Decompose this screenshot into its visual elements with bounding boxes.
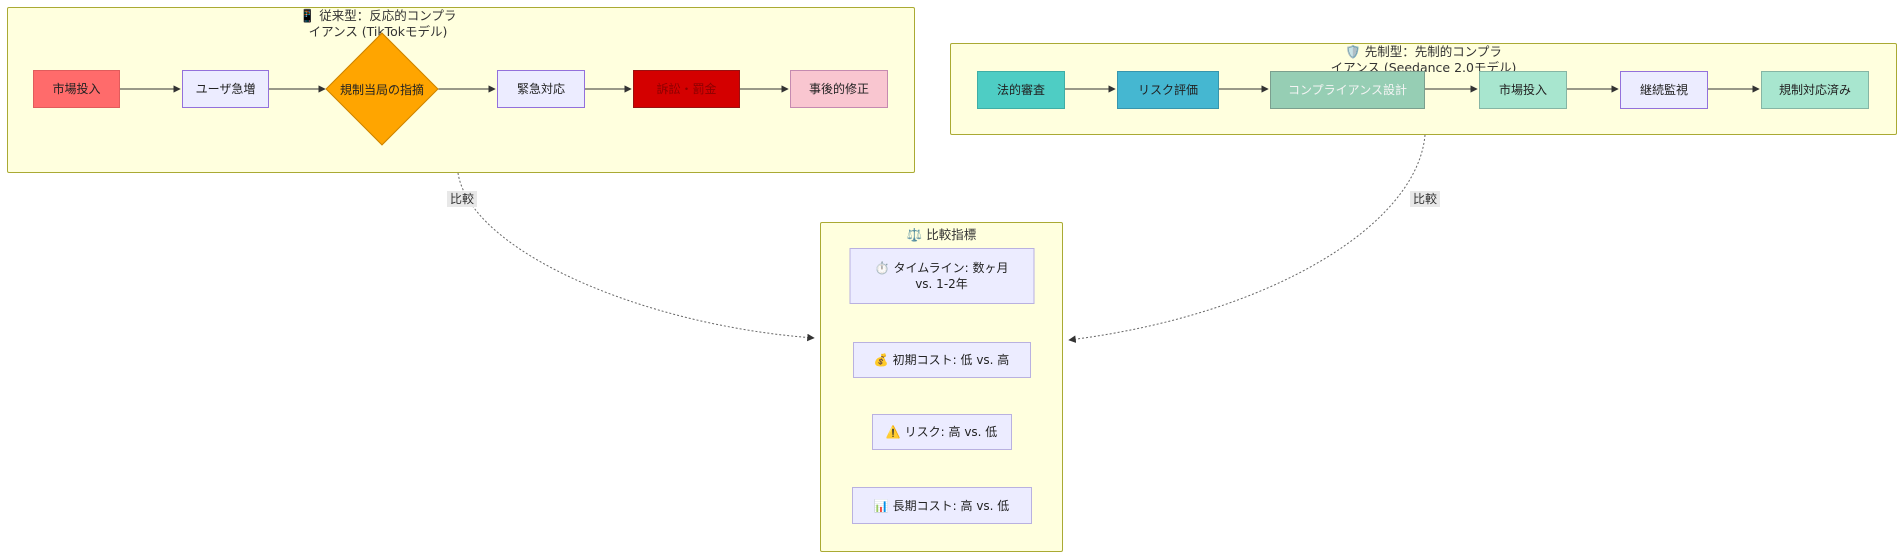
comparison-subgraph-title: ⚖️比較指標	[906, 227, 977, 242]
subgraph-reactive-compliance	[7, 7, 915, 173]
smartphone-icon: 📱	[299, 8, 316, 23]
shield-icon: 🛡️	[1345, 44, 1361, 59]
node-market-entry-proactive: 市場投入	[1479, 71, 1567, 109]
node-continuous-monitoring: 継続監視	[1620, 71, 1708, 109]
bar-chart-icon: 📊	[873, 498, 889, 513]
balance-scale-icon: ⚖️	[906, 227, 923, 242]
node-post-hoc-fix: 事後的修正	[790, 70, 888, 108]
left-title-line1: 📱従来型：反応的コンプラ	[299, 8, 457, 23]
left-subgraph-title: 📱従来型：反応的コンプラ イアンス (TikTokモデル)	[178, 8, 578, 40]
metric-timeline-line1: ⏱️タイムライン: 数ヶ月	[874, 261, 1009, 275]
left-title-line2: イアンス (TikTokモデル)	[308, 24, 448, 39]
node-user-surge: ユーザ急増	[182, 70, 269, 108]
metric-longterm-cost: 📊長期コスト: 高 vs. 低	[851, 487, 1032, 524]
node-emergency-response: 緊急対応	[497, 70, 585, 108]
node-legal-review: 法的審査	[977, 71, 1065, 109]
node-lawsuit-fine: 訴訟・罰金	[633, 70, 740, 108]
node-risk-evaluation: リスク評価	[1117, 71, 1219, 109]
edge-left-compare	[457, 172, 815, 342]
node-market-entry-reactive: 市場投入	[33, 70, 120, 108]
edge-right-compare	[1068, 134, 1426, 343]
money-bag-icon: 💰	[873, 353, 889, 367]
metric-risk: ⚠️リスク: 高 vs. 低	[871, 414, 1012, 450]
metric-initial-cost: 💰初期コスト: 低 vs. 高	[852, 342, 1031, 378]
metric-timeline-line2: vs. 1-2年	[915, 277, 968, 291]
warning-icon: ⚠️	[885, 425, 901, 439]
edge-label-compare-right: 比較	[1410, 191, 1441, 207]
comparison-nodes-group: ⏱️タイムライン: 数ヶ月 vs. 1-2年 💰初期コスト: 低 vs. 高 ⚠…	[820, 222, 1063, 552]
stopwatch-icon: ⏱️	[874, 261, 890, 275]
edge-label-compare-left: 比較	[447, 191, 478, 207]
node-regulation-ready: 規制対応済み	[1761, 71, 1869, 109]
node-regulator-flag-label: 規制当局の指摘	[339, 83, 424, 97]
metric-timeline: ⏱️タイムライン: 数ヶ月 vs. 1-2年	[849, 248, 1034, 304]
right-title-line1: 🛡️先制型：先制的コンプラ	[1345, 44, 1502, 59]
node-compliance-design: コンプライアンス設計	[1270, 71, 1425, 109]
